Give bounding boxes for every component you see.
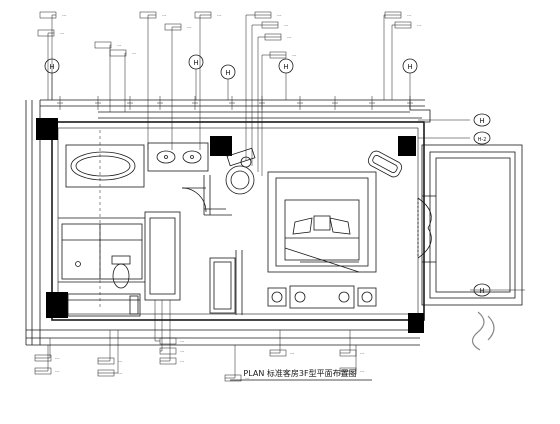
svg-text:---: --- xyxy=(417,23,422,28)
svg-text:---: --- xyxy=(132,51,137,56)
grid-marker-right-1: H xyxy=(473,113,491,127)
svg-text:---: --- xyxy=(360,351,365,356)
annotation-tag: --- xyxy=(37,29,65,100)
grid-marker: H xyxy=(278,58,294,100)
grid-label: H-2 xyxy=(478,137,487,143)
svg-text:---: --- xyxy=(407,13,412,18)
annotation-tag: --- xyxy=(34,338,60,362)
balcony-door xyxy=(417,197,432,259)
nightstands xyxy=(267,285,377,309)
svg-text:---: --- xyxy=(117,43,122,48)
grid-marker-right-2: H-2 xyxy=(473,131,491,145)
svg-text:---: --- xyxy=(118,371,123,376)
svg-text:H: H xyxy=(225,69,230,77)
caption-text: PLAN 标准客房3F型平面布置图 xyxy=(243,368,356,378)
dimension-ticks xyxy=(57,96,413,110)
svg-text:---: --- xyxy=(290,351,295,356)
annotation-tag: --- xyxy=(39,11,67,100)
column xyxy=(36,118,58,140)
svg-text:---: --- xyxy=(180,339,185,344)
annotation-tag: --- xyxy=(224,345,250,382)
annotation-tag: --- xyxy=(159,300,185,365)
annotation-tag: --- xyxy=(257,33,292,172)
svg-text:---: --- xyxy=(62,13,67,18)
svg-text:H: H xyxy=(49,63,54,71)
shower-area xyxy=(61,223,143,280)
grid-marker: H xyxy=(402,58,418,100)
svg-text:H: H xyxy=(193,59,198,67)
annotation-tag: --- xyxy=(34,345,60,375)
balcony xyxy=(421,144,523,306)
annotation-tag: --- xyxy=(261,51,297,176)
grid-marker: H xyxy=(188,54,204,100)
interior-walls xyxy=(58,175,243,315)
drawing-caption: PLAN 标准客房3F型平面布置图 xyxy=(230,368,372,381)
bed xyxy=(267,171,377,273)
svg-text:---: --- xyxy=(287,35,292,40)
grid-markers: H H H H H xyxy=(44,54,418,100)
column xyxy=(210,136,232,156)
svg-text:---: --- xyxy=(180,359,185,364)
svg-text:---: --- xyxy=(360,369,365,374)
lounge-table xyxy=(225,147,256,195)
annotation-tag: --- xyxy=(383,11,412,100)
svg-text:---: --- xyxy=(245,376,250,381)
svg-text:H: H xyxy=(407,63,412,71)
svg-text:---: --- xyxy=(118,359,123,364)
column xyxy=(408,313,424,333)
annotation-tag: --- xyxy=(245,11,282,160)
svg-text:---: --- xyxy=(187,25,192,30)
entry-door xyxy=(181,187,207,213)
section-symbol xyxy=(471,311,495,351)
column xyxy=(46,292,68,318)
annotation-tag: --- xyxy=(94,41,122,112)
annotation-tag: --- xyxy=(159,300,185,355)
grid-label: H xyxy=(479,117,484,125)
svg-text:---: --- xyxy=(60,31,65,36)
bathtub xyxy=(65,144,145,188)
annotation-tag: --- xyxy=(339,330,365,357)
grid-marker: H xyxy=(44,58,60,100)
annotation-tag: --- xyxy=(97,330,123,377)
grid-label: H xyxy=(479,287,484,295)
vanity-basins xyxy=(147,142,209,172)
svg-text:---: --- xyxy=(55,369,60,374)
annotation-tag: --- xyxy=(154,300,185,345)
toilet xyxy=(111,255,131,289)
svg-text:---: --- xyxy=(162,13,167,18)
annotation-leaders: ----------------------------------------… xyxy=(34,11,422,382)
svg-text:---: --- xyxy=(277,13,282,18)
annotation-tag: --- xyxy=(139,11,167,150)
svg-text:---: --- xyxy=(292,53,297,58)
annotation-tag: --- xyxy=(109,49,137,112)
svg-text:---: --- xyxy=(180,349,185,354)
annotation-tag: --- xyxy=(269,330,295,357)
column xyxy=(398,136,416,156)
svg-text:---: --- xyxy=(55,356,60,361)
svg-text:---: --- xyxy=(284,23,289,28)
annotation-tag: --- xyxy=(339,345,365,375)
annotation-tag: --- xyxy=(194,11,222,150)
lounge-chair xyxy=(367,150,403,178)
structural-columns xyxy=(36,118,424,333)
bath-counter xyxy=(67,293,141,317)
grid-marker: H xyxy=(220,64,236,100)
svg-text:H: H xyxy=(283,63,288,71)
annotation-tag: --- xyxy=(251,21,289,166)
exterior-walls xyxy=(25,99,431,346)
annotation-tag: --- xyxy=(164,23,192,150)
svg-text:---: --- xyxy=(217,13,222,18)
annotation-tag: --- xyxy=(391,21,422,100)
right-grid-markers: H H-2 H xyxy=(418,113,525,297)
annotation-tag: --- xyxy=(97,330,123,365)
grid-marker-right-3: H xyxy=(473,283,491,297)
